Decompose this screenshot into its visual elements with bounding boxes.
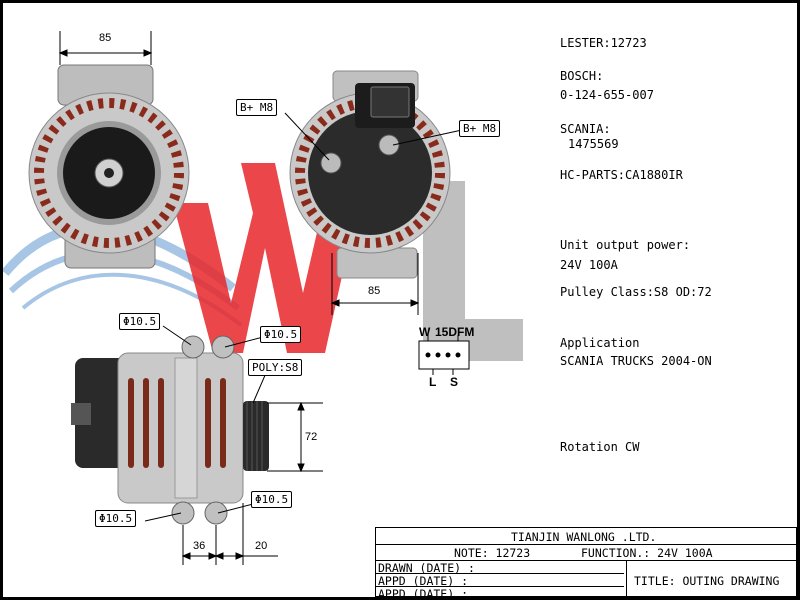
rear-view-alternator	[289, 70, 451, 279]
pulley-od-value: 72	[305, 431, 317, 443]
hole-label-bottom-right: Φ10.5	[251, 491, 293, 508]
title-block: TIANJIN WANLONG .LTD. NOTE: 12723 FUNCTI…	[375, 527, 797, 597]
title-block-function: FUNCTION.: 24V 100A	[581, 546, 713, 560]
title-block-appd-1: APPD (DATE) :	[378, 574, 469, 588]
hole-label-top-left: Φ10.5	[119, 313, 161, 330]
rear-width-value: 85	[368, 285, 380, 297]
bottom-dimensions	[181, 503, 278, 565]
title-block-title: TITLE: OUTING DRAWING	[634, 574, 780, 588]
title-block-company: TIANJIN WANLONG .LTD.	[511, 530, 657, 544]
spec-rotation: Rotation CW	[560, 440, 640, 454]
hole-label-top-right: Φ10.5	[260, 326, 302, 343]
hole-label-bottom-left: Φ10.5	[95, 510, 137, 527]
spec-bosch-label: BOSCH:	[560, 69, 604, 83]
title-block-drawn: DRAWN (DATE) :	[378, 561, 475, 575]
spec-output-value: 24V 100A	[560, 258, 618, 272]
title-block-note: NOTE: 12723	[454, 546, 531, 560]
poly-label: POLY:S8	[248, 359, 303, 376]
spec-scania-label: SCANIA:	[560, 122, 611, 136]
bottom-left-value: 36	[193, 540, 205, 552]
front-view-alternator	[28, 64, 190, 269]
drawing-art: 85 85	[3, 31, 523, 565]
connector-diagram	[418, 335, 470, 375]
connector-l: L	[429, 375, 436, 389]
spec-application-value: SCANIA TRUCKS 2004-ON	[560, 354, 712, 368]
spec-application-label: Application	[560, 336, 640, 350]
bottom-right-value: 20	[255, 540, 267, 552]
spec-output-label: Unit output power:	[560, 238, 691, 252]
connector-w: W	[419, 325, 431, 339]
side-view-alternator	[71, 335, 269, 525]
pulley-od-dimension	[267, 401, 323, 473]
front-width-dimension	[58, 31, 153, 65]
spec-pulley: Pulley Class:S8 OD:72	[560, 285, 712, 299]
connector-15dfm: 15DFM	[435, 325, 474, 339]
drawing-sheet: 85 85	[3, 3, 797, 597]
rear-width-dimension	[330, 253, 420, 315]
terminal-label-left: B+ M8	[236, 99, 278, 116]
spec-bosch-number: 0-124-655-007	[560, 88, 654, 102]
connector-s: S	[450, 375, 458, 389]
title-block-appd-2: APPD (DATE) :	[378, 587, 469, 597]
spec-lester: LESTER:12723	[560, 36, 647, 50]
spec-scania-number: 1475569	[568, 137, 619, 151]
terminal-leaders	[284, 112, 463, 161]
terminal-label-right: B+ M8	[459, 120, 501, 137]
front-width-value: 85	[99, 32, 111, 44]
spec-hc-parts: HC-PARTS:CA1880IR	[560, 168, 683, 182]
